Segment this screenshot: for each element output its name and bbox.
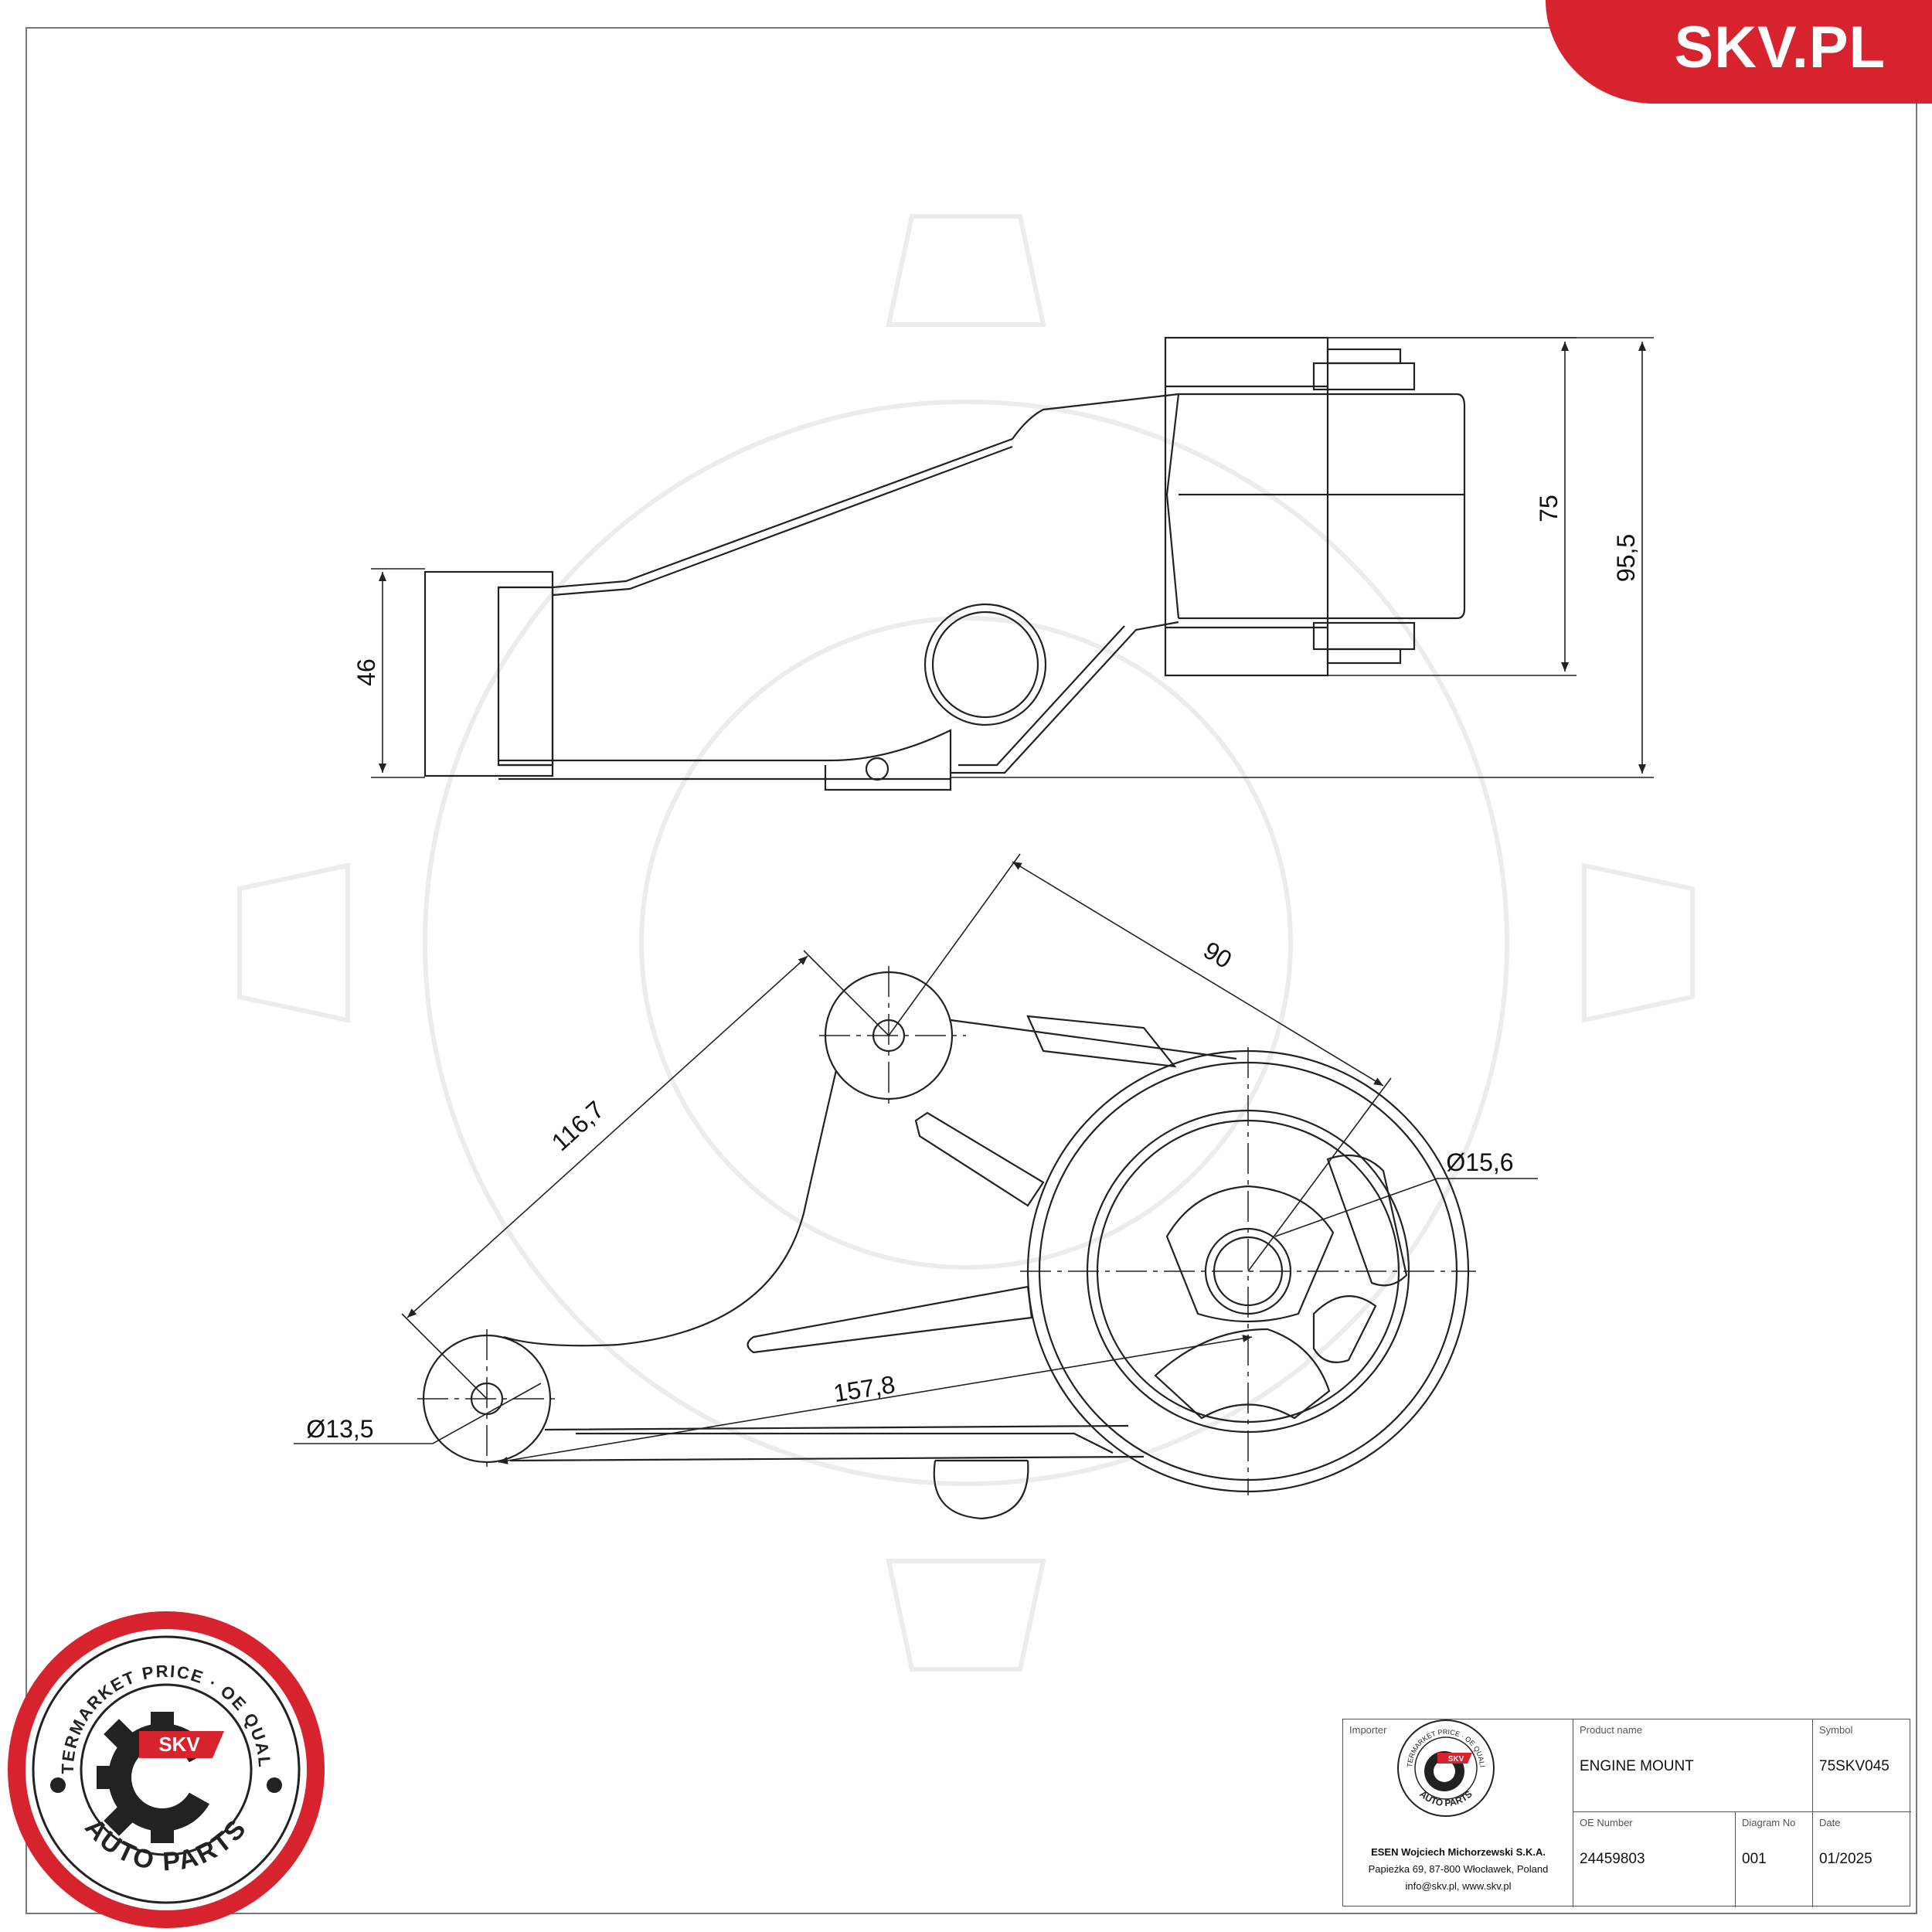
diagram-no: 001 xyxy=(1742,1851,1767,1867)
product-name-cell: Product name ENGINE MOUNT xyxy=(1573,1719,1813,1812)
oe-number-label: OE Number xyxy=(1580,1817,1633,1828)
diagram-no-label: Diagram No xyxy=(1742,1817,1796,1828)
importer-contact: info@skv.pl, www.skv.pl xyxy=(1405,1880,1512,1892)
svg-text:AFTERMARKET PRICE · OE QUALITY: AFTERMARKET PRICE · OE QUALITY xyxy=(0,0,274,1774)
brand-name: SKV.PL xyxy=(1674,15,1886,80)
symbol-value: 75SKV045 xyxy=(1819,1758,1889,1774)
importer-address: Papieżka 69, 87-800 Włocławek, Poland xyxy=(1368,1863,1549,1875)
dim-d156-label: Ø15,6 xyxy=(1446,1148,1513,1176)
dim-d135-label: Ø13,5 xyxy=(306,1415,373,1443)
title-block-seal: AFTERMARKET PRICE · OE QUALITY AUTO PART… xyxy=(0,0,1495,1817)
symbol-cell: Symbol 75SKV045 xyxy=(1813,1719,1911,1812)
date-cell: Date 01/2025 xyxy=(1813,1812,1911,1907)
importer-label: Importer xyxy=(1349,1724,1387,1736)
dim-116-label: 116,7 xyxy=(546,1095,610,1156)
oe-number-cell: OE Number 24459803 xyxy=(1573,1812,1736,1907)
title-block: Importer ESEN Wojciech Michorzewski S.K.… xyxy=(1342,1719,1911,1907)
product-name-label: Product name xyxy=(1580,1724,1642,1736)
dim-90-label: 90 xyxy=(1199,936,1236,974)
diagram-no-cell: Diagram No 001 xyxy=(1736,1812,1813,1907)
top-view-dimensions xyxy=(294,853,1538,1464)
side-view xyxy=(423,336,1466,791)
dim-46-label: 46 xyxy=(352,658,380,686)
date-value: 01/2025 xyxy=(1819,1851,1872,1867)
drawing-frame xyxy=(26,27,1917,1914)
brand-banner: SKV.PL xyxy=(1546,0,1932,104)
svg-text:SKV: SKV xyxy=(1448,1755,1464,1764)
dim-157-label: 157,8 xyxy=(832,1370,897,1407)
importer-name: ESEN Wojciech Michorzewski S.K.A. xyxy=(1371,1846,1546,1858)
product-name: ENGINE MOUNT xyxy=(1580,1758,1694,1774)
svg-text:SKV: SKV xyxy=(158,1733,200,1756)
oe-number: 24459803 xyxy=(1580,1851,1645,1867)
watermark-gear xyxy=(237,214,1695,1672)
date-label: Date xyxy=(1819,1817,1841,1828)
importer-cell: Importer ESEN Wojciech Michorzewski S.K.… xyxy=(1343,1719,1573,1907)
svg-text:AFTERMARKET PRICE · OE QUALITY: AFTERMARKET PRICE · OE QUALITY xyxy=(0,0,1486,1767)
side-view-dimensions xyxy=(371,337,1654,778)
symbol-label: Symbol xyxy=(1819,1724,1853,1736)
dim-95-label: 95,5 xyxy=(1612,534,1640,582)
top-view xyxy=(422,971,1470,1520)
dim-75-label: 75 xyxy=(1535,495,1563,522)
seal-logo: AFTERMARKET PRICE · OE QUALITY AUTO PART… xyxy=(0,0,325,1928)
